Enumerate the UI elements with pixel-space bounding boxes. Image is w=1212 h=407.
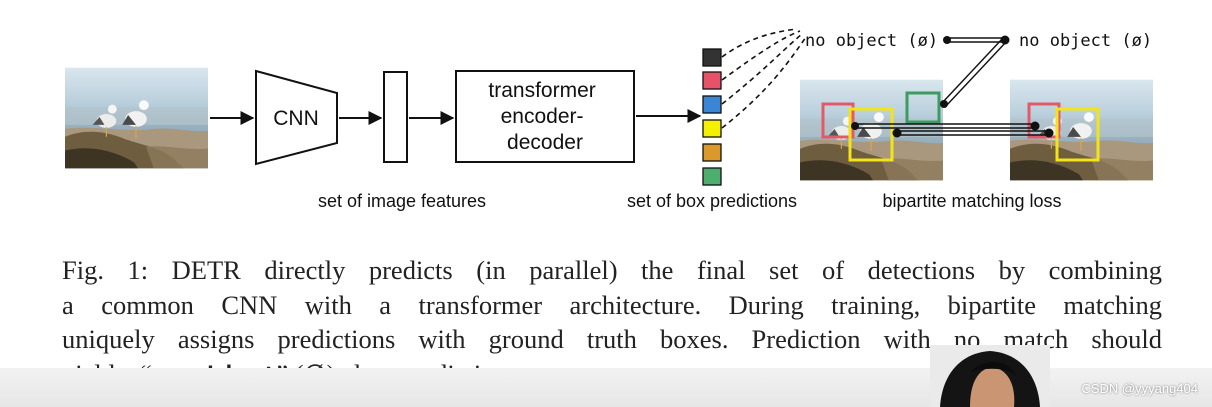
image-features-block	[383, 71, 408, 163]
matching-label: bipartite matching loss	[882, 191, 1061, 211]
transformer-label-line3: decoder	[507, 131, 583, 154]
matching-image-right	[1010, 79, 1153, 181]
bbox-red-right	[1027, 102, 1061, 139]
bbox-green-left	[905, 91, 941, 124]
bbox-yellow-left	[848, 107, 894, 162]
transformer-block	[455, 70, 635, 163]
cnn-label: CNN	[273, 107, 319, 130]
dashed-connectors	[721, 28, 807, 129]
box-predictions	[702, 48, 722, 186]
detr-pipeline-diagram: CNN set of image features transformer en…	[65, 28, 1153, 211]
prediction-box-1	[702, 48, 722, 67]
predictions-label: set of box predictions	[627, 191, 797, 211]
no-object-label-right: no object (ø)	[1019, 31, 1152, 51]
matching-endpoints	[851, 35, 1054, 138]
transformer-label-line1: transformer	[488, 79, 595, 102]
presenter-webcam	[930, 345, 1050, 407]
csdn-watermark: CSDN @yyyang404	[1081, 381, 1198, 396]
no-object-label-left: no object (ø)	[805, 31, 938, 51]
matching-image-left	[800, 79, 943, 181]
prediction-box-3	[702, 95, 722, 114]
bbox-red-left	[821, 102, 855, 139]
matching-lines	[856, 37, 1048, 136]
transformer-label: transformer encoder- decoder	[488, 79, 601, 154]
prediction-box-2	[702, 71, 722, 90]
prediction-box-5	[702, 143, 722, 162]
input-image	[65, 67, 208, 169]
prediction-box-6	[702, 167, 722, 186]
caption-line-1: Fig. 1: DETR directly predicts (in paral…	[62, 255, 1162, 285]
features-label: set of image features	[318, 191, 486, 211]
prediction-box-4	[702, 119, 722, 138]
cnn-block	[255, 69, 338, 166]
caption-line-2: a common CNN with a transformer architec…	[62, 289, 1162, 320]
transformer-label-line2: encoder-	[501, 105, 584, 128]
bbox-yellow-right	[1055, 107, 1100, 162]
